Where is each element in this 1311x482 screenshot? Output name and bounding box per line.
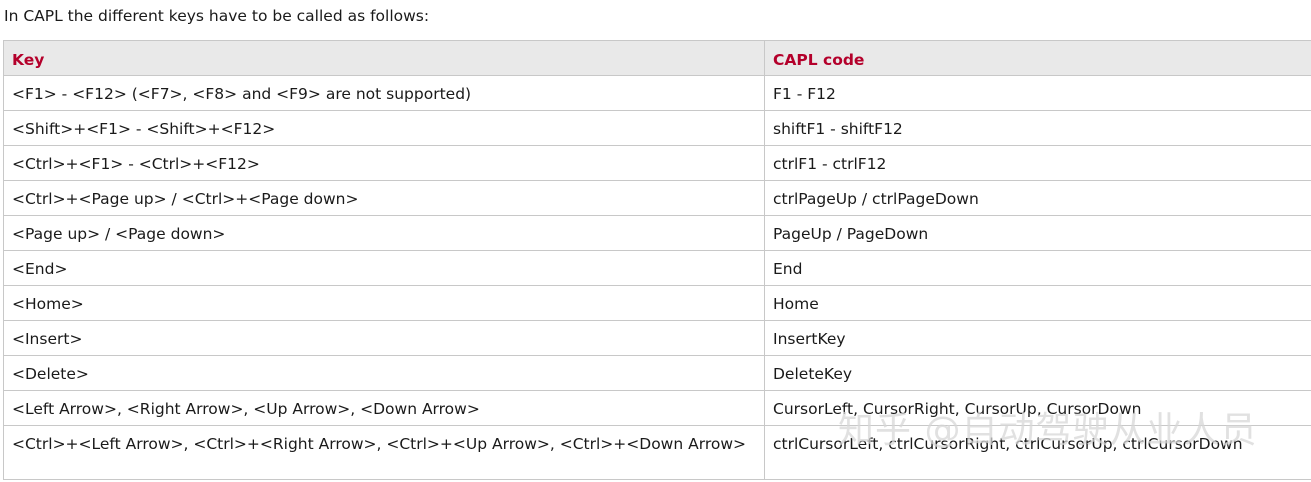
table-row: <Ctrl>+<Page up> / <Ctrl>+<Page down> ct…: [3, 180, 1311, 216]
table-row: <Shift>+<F1> - <Shift>+<F12> shiftF1 - s…: [3, 110, 1311, 146]
table-row: <Insert> InsertKey: [3, 320, 1311, 356]
table-row: <Ctrl>+<F1> - <Ctrl>+<F12> ctrlF1 - ctrl…: [3, 145, 1311, 181]
capl-code-cell: CursorLeft, CursorRight, CursorUp, Curso…: [764, 390, 1311, 426]
table-row: <End> End: [3, 250, 1311, 286]
key-cell: <Delete>: [3, 355, 765, 391]
table-row: <Page up> / <Page down> PageUp / PageDow…: [3, 215, 1311, 251]
key-cell: <Home>: [3, 285, 765, 321]
key-cell: <Insert>: [3, 320, 765, 356]
column-header-key: Key: [3, 40, 765, 76]
table-row: <Left Arrow>, <Right Arrow>, <Up Arrow>,…: [3, 390, 1311, 426]
capl-code-cell: InsertKey: [764, 320, 1311, 356]
capl-code-cell: PageUp / PageDown: [764, 215, 1311, 251]
intro-text: In CAPL the different keys have to be ca…: [4, 7, 430, 25]
capl-code-cell: F1 - F12: [764, 75, 1311, 111]
capl-code-cell: ctrlPageUp / ctrlPageDown: [764, 180, 1311, 216]
key-cell: <Shift>+<F1> - <Shift>+<F12>: [3, 110, 765, 146]
key-cell: <Left Arrow>, <Right Arrow>, <Up Arrow>,…: [3, 390, 765, 426]
key-cell: <Page up> / <Page down>: [3, 215, 765, 251]
capl-code-cell: ctrlCursorLeft, ctrlCursorRight, ctrlCur…: [764, 425, 1311, 480]
key-mapping-table: Key CAPL code <F1> - <F12> (<F7>, <F8> a…: [3, 40, 1311, 480]
key-cell: <F1> - <F12> (<F7>, <F8> and <F9> are no…: [3, 75, 765, 111]
table-row: <Ctrl>+<Left Arrow>, <Ctrl>+<Right Arrow…: [3, 425, 1311, 480]
table-row: <Home> Home: [3, 285, 1311, 321]
capl-code-cell: shiftF1 - shiftF12: [764, 110, 1311, 146]
key-cell: <Ctrl>+<Left Arrow>, <Ctrl>+<Right Arrow…: [3, 425, 765, 480]
table-row: <Delete> DeleteKey: [3, 355, 1311, 391]
capl-code-cell: ctrlF1 - ctrlF12: [764, 145, 1311, 181]
column-header-capl-code: CAPL code: [764, 40, 1311, 76]
key-cell: <Ctrl>+<Page up> / <Ctrl>+<Page down>: [3, 180, 765, 216]
table-row: <F1> - <F12> (<F7>, <F8> and <F9> are no…: [3, 75, 1311, 111]
capl-code-cell: Home: [764, 285, 1311, 321]
table-header-row: Key CAPL code: [3, 40, 1311, 76]
key-cell: <End>: [3, 250, 765, 286]
key-cell: <Ctrl>+<F1> - <Ctrl>+<F12>: [3, 145, 765, 181]
capl-code-cell: DeleteKey: [764, 355, 1311, 391]
capl-code-cell: End: [764, 250, 1311, 286]
